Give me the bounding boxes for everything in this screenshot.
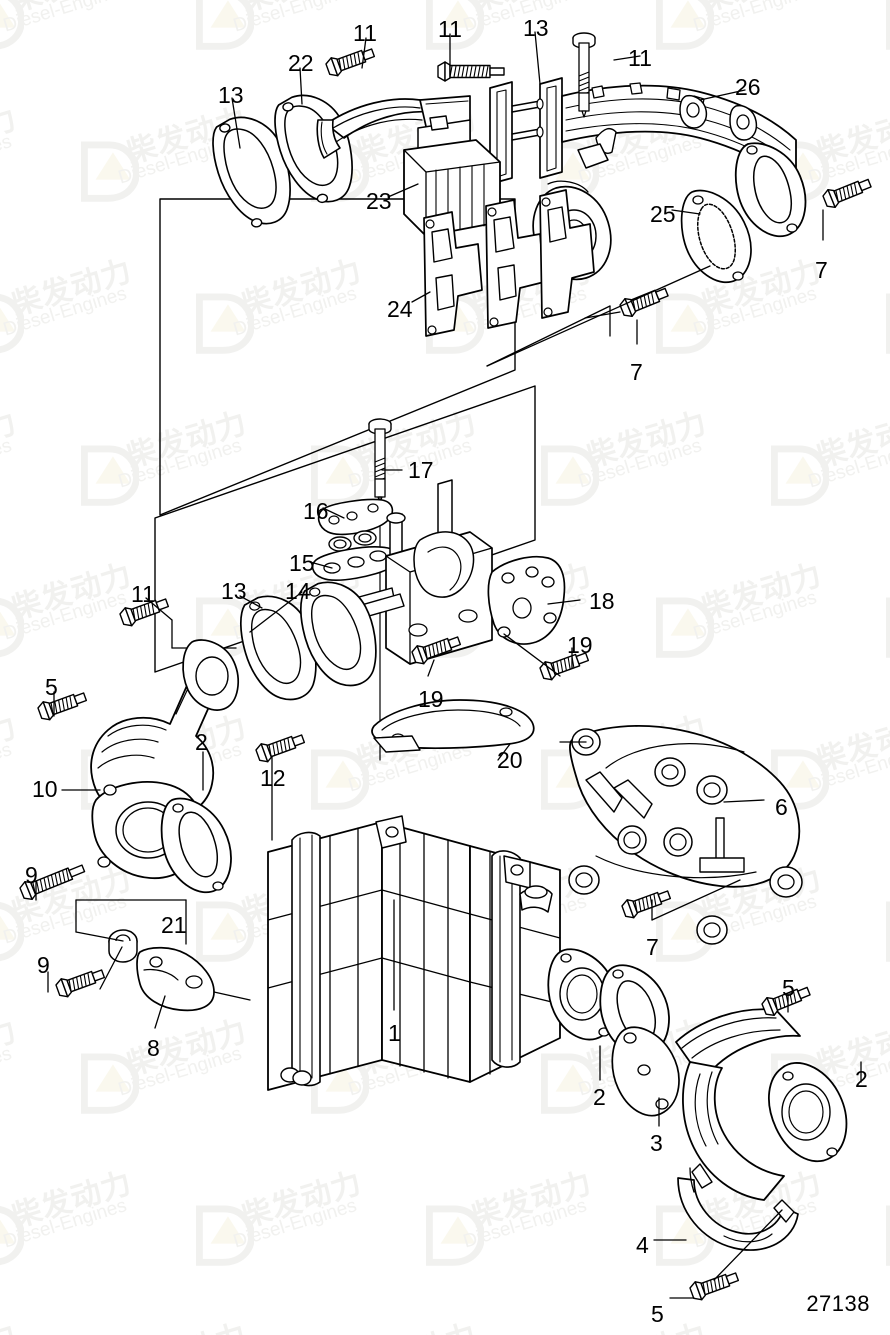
callout-1: 1 — [388, 1020, 401, 1046]
callout-8: 8 — [147, 1035, 160, 1061]
callout-6: 6 — [775, 794, 788, 820]
callout-9: 9 — [25, 862, 38, 888]
callout-19: 19 — [567, 632, 593, 658]
callout-7: 7 — [646, 934, 659, 960]
callout-16: 16 — [303, 498, 329, 524]
callout-9: 9 — [37, 952, 50, 978]
callout-21: 21 — [161, 912, 187, 938]
callout-11: 11 — [438, 16, 462, 42]
callout-17: 17 — [408, 457, 434, 483]
drawing-number: 27138 — [806, 1291, 870, 1316]
callout-10: 10 — [32, 776, 58, 802]
callout-15: 15 — [289, 550, 315, 576]
callout-24: 24 — [387, 296, 413, 322]
callout-5: 5 — [45, 674, 58, 700]
callout-14: 14 — [285, 578, 311, 604]
callout-5: 5 — [782, 975, 795, 1001]
callout-3: 3 — [650, 1130, 663, 1156]
callout-13: 13 — [221, 578, 247, 604]
callout-11: 11 — [131, 581, 155, 607]
callout-5: 5 — [651, 1301, 664, 1327]
callout-7: 7 — [815, 257, 828, 283]
callout-4: 4 — [636, 1232, 649, 1258]
callout-2: 2 — [855, 1066, 868, 1092]
callout-26: 26 — [735, 74, 761, 100]
callout-20: 20 — [497, 747, 523, 773]
callout-11: 11 — [353, 20, 377, 46]
callout-2: 2 — [195, 729, 208, 755]
callout-18: 18 — [589, 588, 615, 614]
callout-19: 19 — [418, 686, 444, 712]
callout-11: 11 — [628, 45, 652, 71]
callout-7: 7 — [630, 359, 643, 385]
callout-12: 12 — [260, 765, 286, 791]
callout-23: 23 — [366, 188, 392, 214]
callout-22: 22 — [288, 50, 314, 76]
callout-2: 2 — [593, 1084, 606, 1110]
callout-13: 13 — [523, 15, 549, 41]
callout-25: 25 — [650, 201, 676, 227]
callout-13: 13 — [218, 82, 244, 108]
